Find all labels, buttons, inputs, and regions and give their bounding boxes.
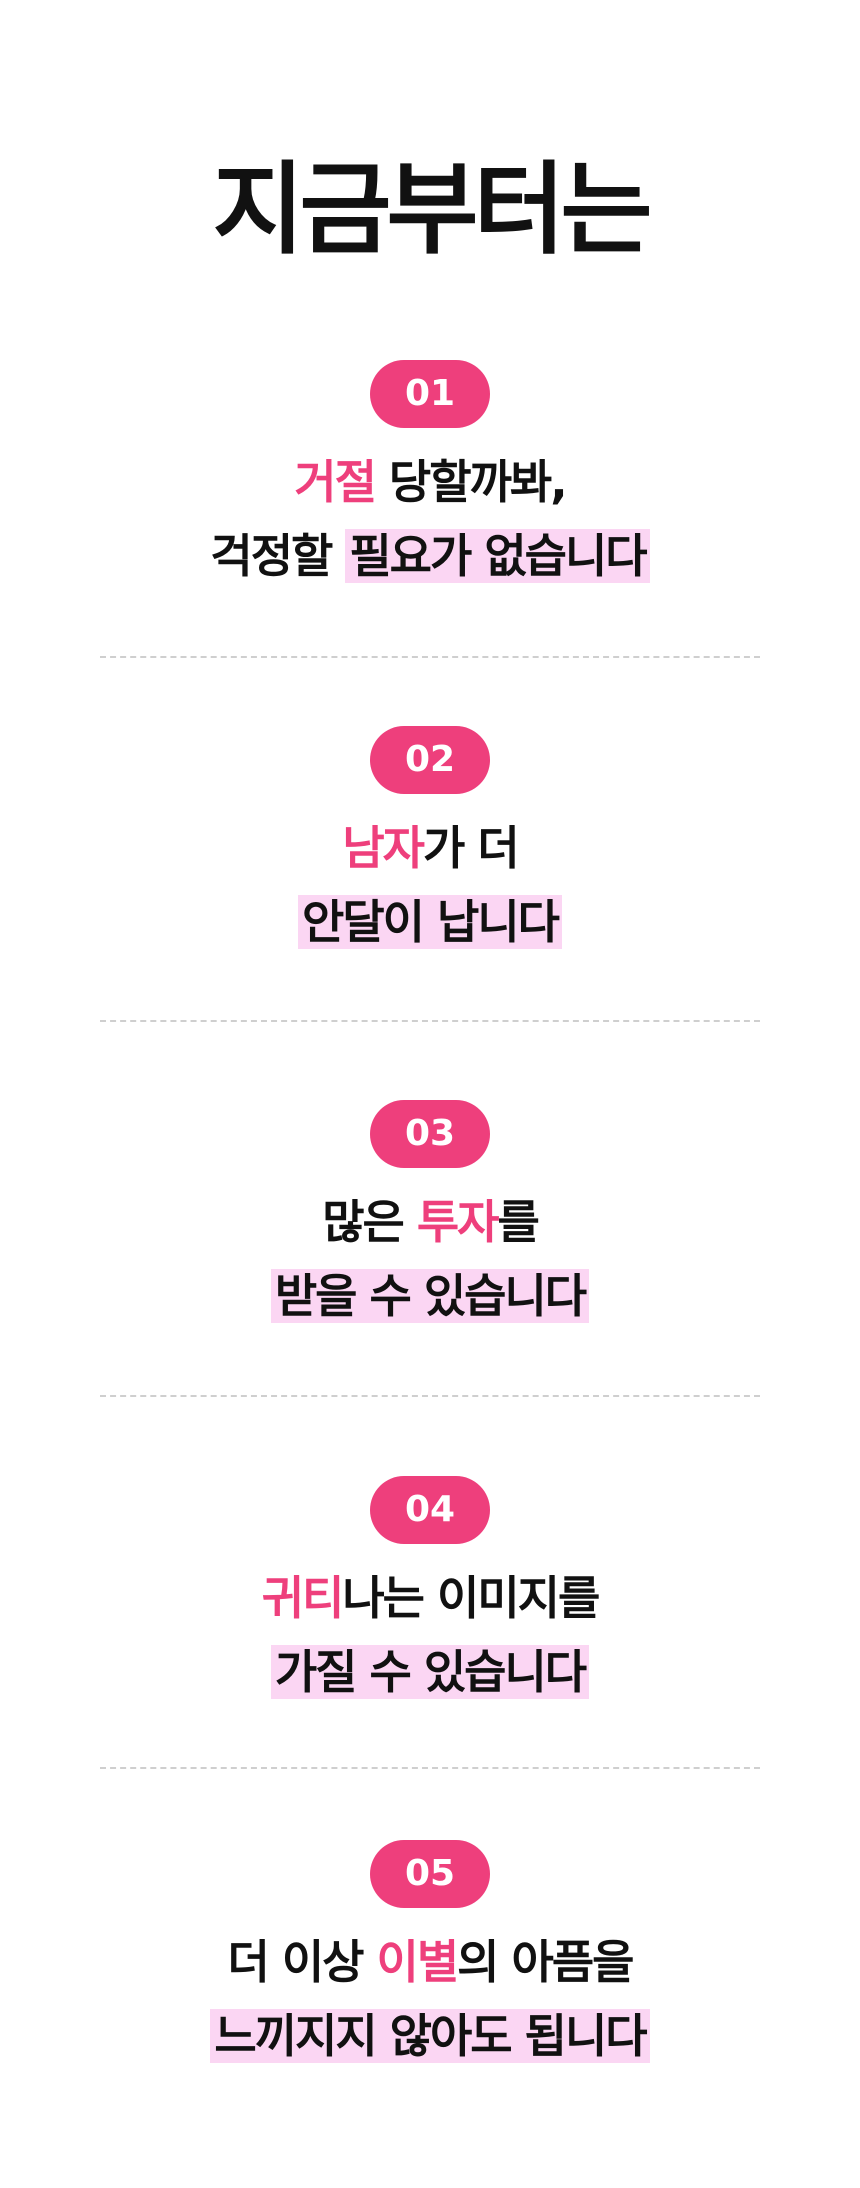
section-divider xyxy=(100,1767,760,1769)
number-badge: 03 xyxy=(370,1100,490,1168)
benefit-line-2: 받을 수 있습니다 xyxy=(0,1268,860,1324)
number-badge: 04 xyxy=(370,1476,490,1544)
benefit-item-05: 05 더 이상 이별의 아픔을 느끼지지 않아도 됩니다 xyxy=(0,1840,860,2064)
section-divider xyxy=(100,1020,760,1022)
section-divider xyxy=(100,656,760,658)
benefit-line-2: 안달이 납니다 xyxy=(0,894,860,950)
line-text: 를 xyxy=(497,1195,539,1249)
benefit-line-1: 더 이상 이별의 아픔을 xyxy=(0,1934,860,1990)
highlight-text: 필요가 없습니다 xyxy=(345,529,650,583)
benefit-item-01: 01 거절 당할까봐, 걱정할 필요가 없습니다 xyxy=(0,360,860,584)
benefit-line-1: 귀티나는 이미지를 xyxy=(0,1570,860,1626)
number-badge: 02 xyxy=(370,726,490,794)
highlight-text: 느끼지지 않아도 됩니다 xyxy=(210,2009,650,2063)
line-text: 걱정할 xyxy=(210,529,346,583)
highlight-text: 가질 수 있습니다 xyxy=(270,1645,590,1699)
accent-text: 남자 xyxy=(342,821,425,875)
benefit-line-1: 많은 투자를 xyxy=(0,1194,860,1250)
number-badge: 01 xyxy=(370,360,490,428)
page-title: 지금부터는 xyxy=(212,151,653,268)
highlight-text: 받을 수 있습니다 xyxy=(270,1269,590,1323)
benefit-line-1: 남자가 더 xyxy=(0,820,860,876)
line-text: 가 더 xyxy=(422,821,520,875)
accent-text: 귀티 xyxy=(261,1571,345,1625)
accent-text: 투자 xyxy=(416,1195,500,1249)
benefit-line-1: 거절 당할까봐, xyxy=(0,454,860,510)
line-text: 당할까봐, xyxy=(374,455,568,509)
benefit-line-2: 걱정할 필요가 없습니다 xyxy=(0,528,860,584)
line-text: 의 아픔을 xyxy=(457,1935,634,1989)
benefit-line-2: 느끼지지 않아도 됩니다 xyxy=(0,2008,860,2064)
number-badge: 05 xyxy=(370,1840,490,1908)
benefit-item-03: 03 많은 투자를 받을 수 있습니다 xyxy=(0,1100,860,1324)
highlight-text: 안달이 납니다 xyxy=(298,895,562,949)
benefit-item-02: 02 남자가 더 안달이 납니다 xyxy=(0,726,860,950)
line-text: 나는 이미지를 xyxy=(342,1571,600,1625)
benefit-item-04: 04 귀티나는 이미지를 가질 수 있습니다 xyxy=(0,1476,860,1700)
accent-text: 이별 xyxy=(376,1935,460,1989)
section-divider xyxy=(100,1395,760,1397)
accent-text: 거절 xyxy=(294,455,377,509)
line-text: 더 이상 xyxy=(227,1935,377,1989)
benefit-line-2: 가질 수 있습니다 xyxy=(0,1644,860,1700)
line-text: 많은 xyxy=(322,1195,417,1249)
